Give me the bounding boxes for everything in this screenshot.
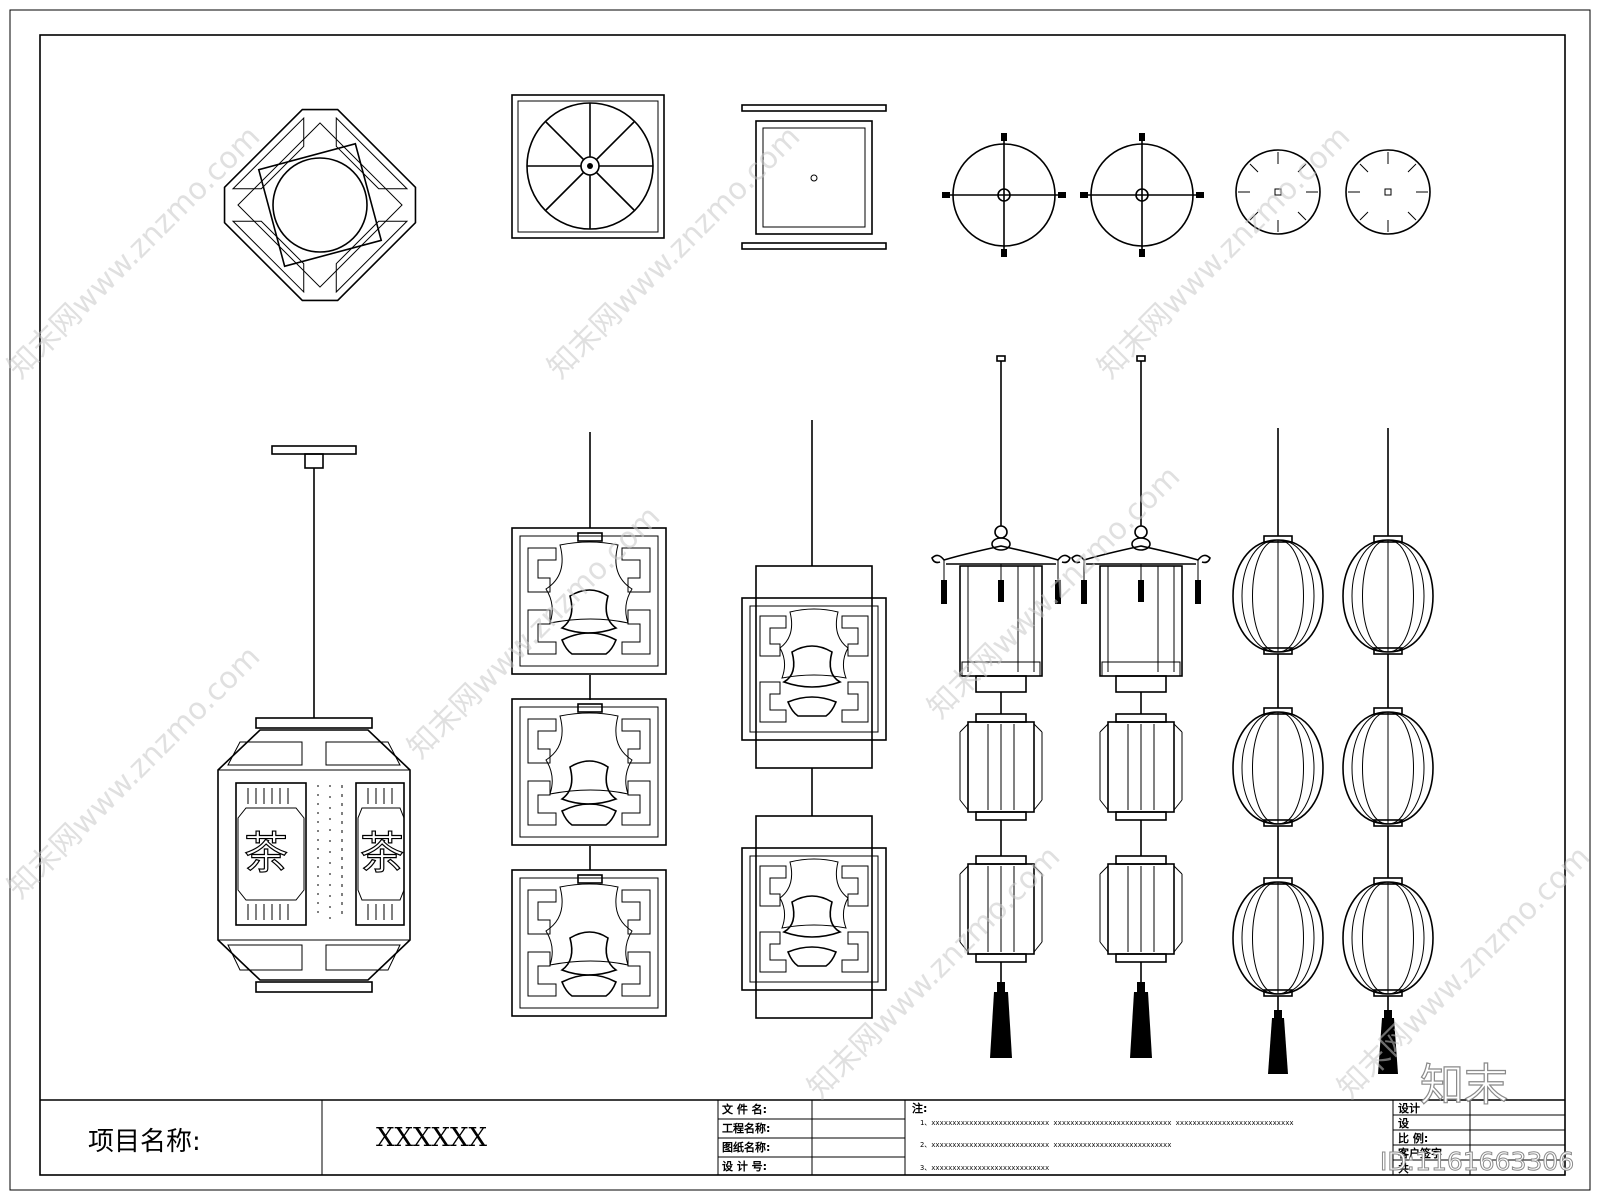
watermark-text: 知末网www.znzmo.com [1091,119,1357,385]
note-3: 3、xxxxxxxxxxxxxxxxxxxxxxxxxxxx [920,1164,1049,1172]
elevation-tea-lantern: 茶 茶 [217,445,411,993]
field-file-name: 文 件 名: [722,1102,767,1116]
field-project-name: 工程名称: [722,1121,770,1135]
project-name-label: 项目名称: [88,1127,201,1157]
project-name-value: XXXXXX [376,1123,488,1153]
plan-square-frame-lantern [741,104,887,250]
watermark-text: 知末网www.znzmo.com [1,639,267,905]
title-block: 项目名称: XXXXXX 文 件 名: 工程名称: 图纸名称: 设 计 号: 注… [40,1099,1565,1175]
note-1: 1、xxxxxxxxxxxxxxxxxxxxxxxxxxxx xxxxxxxxx… [920,1119,1294,1127]
watermark-logo: 知末 [1420,1060,1508,1111]
watermark-text: 知末网www.znzmo.com [1,119,267,385]
plan-round-lantern-cross-2 [1080,133,1204,257]
inner-border [39,34,1566,1176]
watermark-text: 知末网www.znzmo.com [541,119,807,385]
notes-label: 注: [912,1101,927,1115]
watermark-text: 知末网www.znzmo.com [401,499,667,765]
plan-round-lantern-ribs-2 [1345,149,1431,235]
right-label-total: 共 [1398,1161,1409,1175]
plan-octagon-lantern [223,108,417,302]
outer-border [9,9,1591,1191]
tea-character-left: 茶 [244,828,288,879]
watermark-text: 知末网www.znzmo.com [921,459,1187,725]
watermark-text: 知末网www.znzmo.com [801,839,1067,1105]
right-label-scale: 比 例: [1398,1131,1428,1145]
plan-square-lantern-wheel [511,94,665,239]
elevation-palace-lantern-2 [1072,356,1210,1058]
right-label-design-lead: 设计 [1398,1101,1420,1115]
right-label-design: 设 [1398,1116,1410,1130]
elevation-oval-lanterns-1 [1232,428,1324,1074]
watermark-id: ID:1161663306 [1380,1147,1574,1176]
field-drawing-name: 图纸名称: [722,1140,770,1154]
right-label-client-sign: 客户签字 [1397,1146,1442,1160]
elevation-stacked-square-lanterns [511,432,667,1017]
elevation-double-frame-lantern [741,420,887,1019]
field-design-number: 设 计 号: [722,1159,767,1173]
tea-character-right: 茶 [360,828,404,879]
elevation-palace-lantern-1 [931,355,1071,1058]
elevation-oval-lanterns-2 [1343,428,1433,1074]
plan-round-lantern-ribs-1 [1235,149,1321,235]
note-2: 2、xxxxxxxxxxxxxxxxxxxxxxxxxxxx xxxxxxxxx… [920,1141,1171,1149]
plan-round-lantern-cross-1 [942,133,1066,257]
